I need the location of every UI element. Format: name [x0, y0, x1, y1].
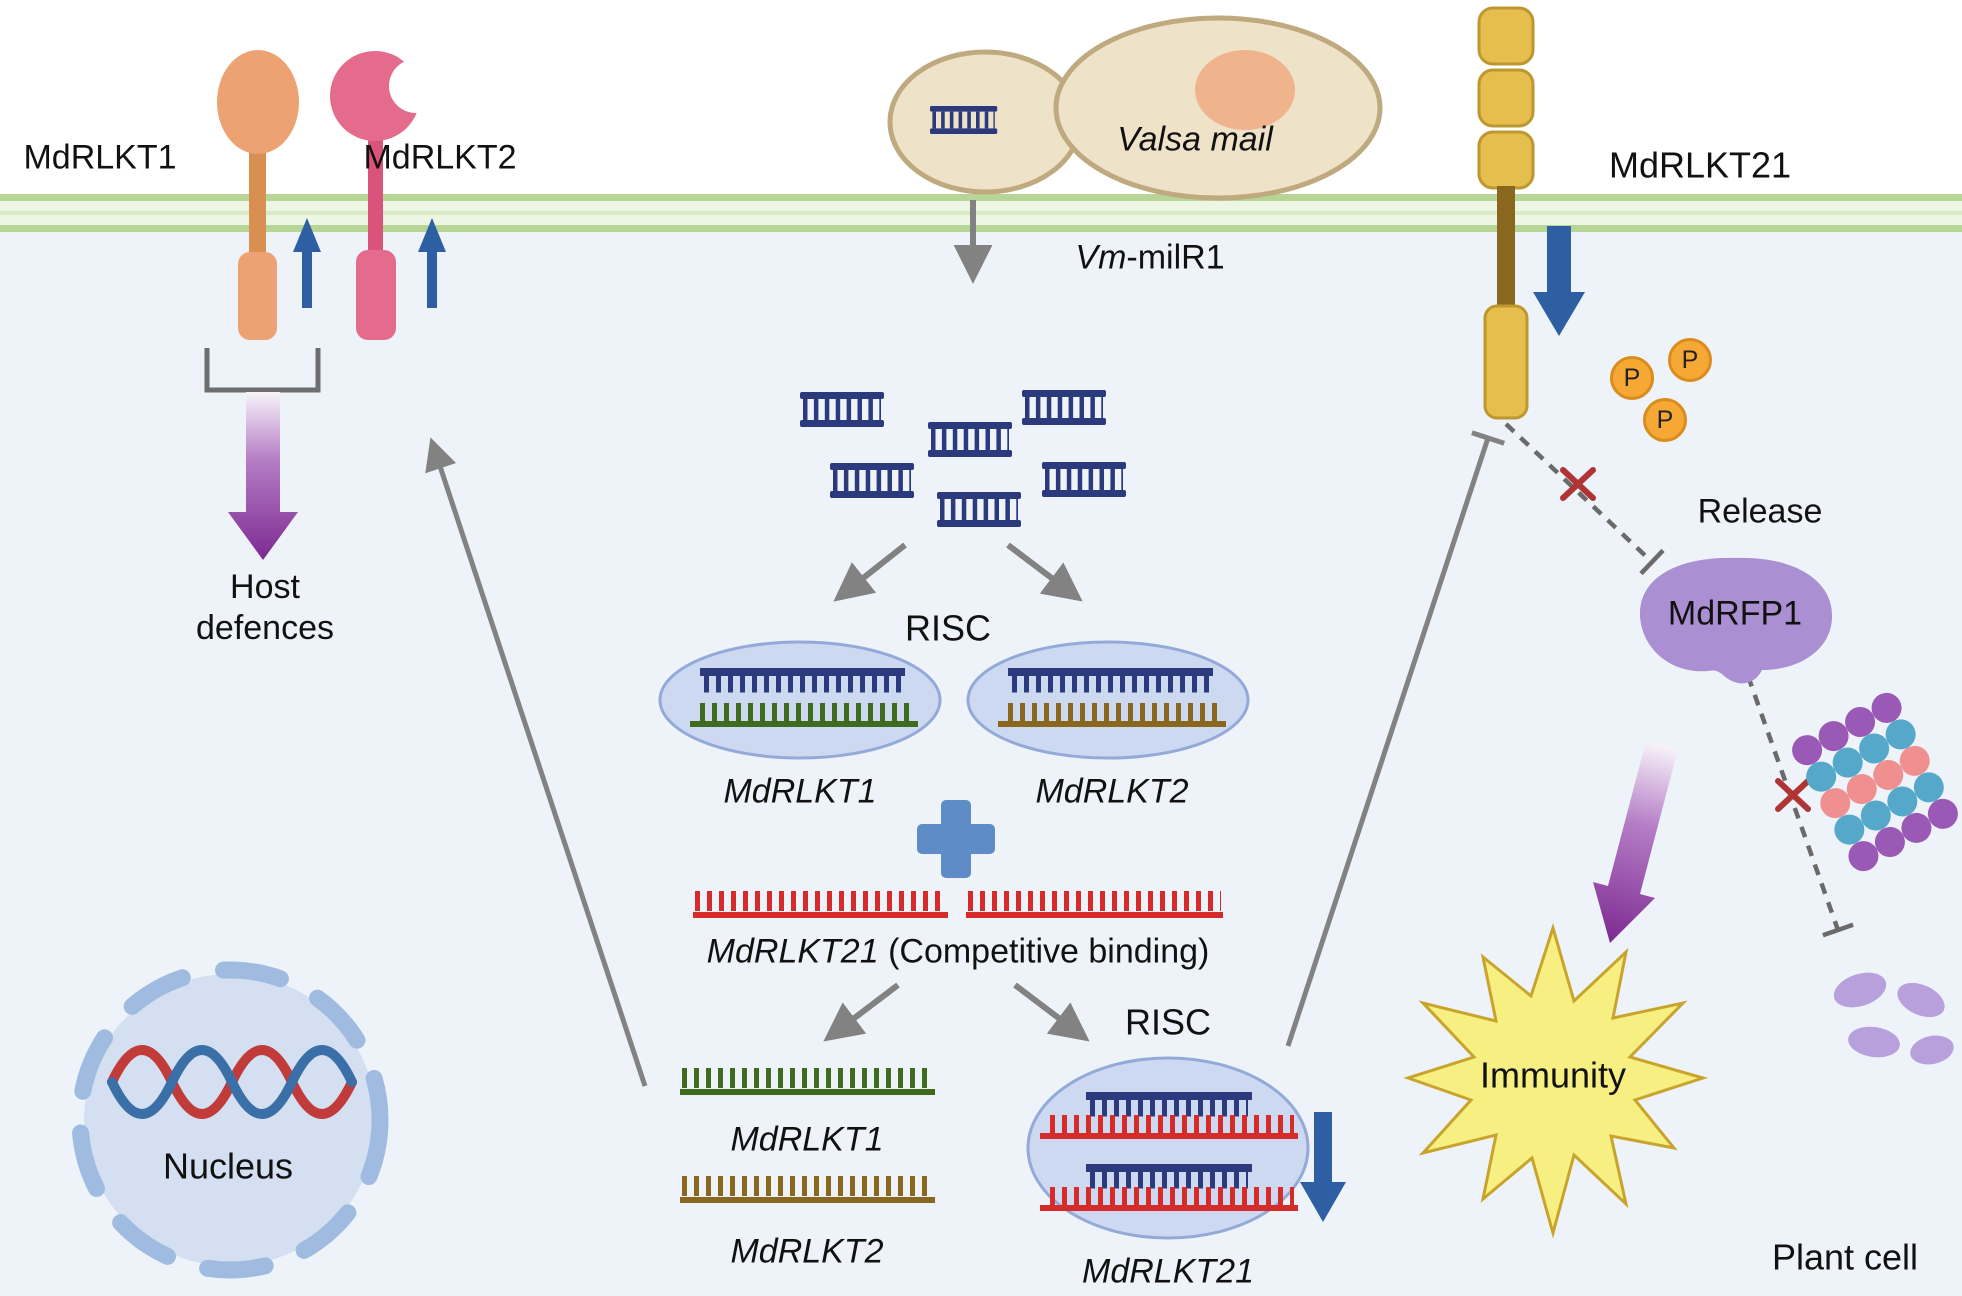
phosphate-icon: P	[1643, 398, 1687, 442]
valsa-mali-cell-icon	[887, 15, 1383, 201]
blocked-signal-line-1	[1504, 422, 1665, 576]
host-defences-line2: defences	[196, 609, 334, 647]
immunity-activation-arrow	[1593, 741, 1678, 943]
mdrlkt21-receptor-icon	[1477, 6, 1535, 420]
host-defences-label: Host defences	[196, 567, 334, 649]
nucleus-icon	[71, 961, 389, 1279]
dna-helix-icon	[107, 1045, 357, 1119]
proteasome-icon	[1792, 692, 1958, 872]
milr1-duplex-cluster	[800, 390, 1126, 527]
free-mdrlkt2-strand	[680, 1176, 935, 1203]
competitive-gene: MdRLKT21	[706, 932, 879, 971]
risc-complex-mdrlkt2	[966, 640, 1250, 760]
phosphate-icon: P	[1610, 356, 1654, 400]
plasma-membrane	[0, 194, 1962, 232]
mdrlkt2-receptor-icon	[330, 51, 443, 340]
release-label: Release	[1697, 492, 1823, 531]
upregulation-arrow-icon	[293, 218, 446, 308]
immunity-label: Immunity	[1479, 1054, 1627, 1096]
degraded-proteins-icon	[1833, 972, 1954, 1065]
risc-complex-mdrlkt21	[1026, 1056, 1310, 1240]
risc-upper-label: RISC	[904, 607, 992, 649]
plant-cell-label: Plant cell	[1771, 1236, 1919, 1278]
phosphate-icon: P	[1668, 338, 1712, 382]
host-defences-line1: Host	[230, 568, 300, 607]
mdrlkt21-receptor-label: MdRLKT21	[1608, 144, 1792, 186]
vm-milr1-suffix: -milR1	[1126, 238, 1225, 277]
immunity-star-icon	[1403, 922, 1709, 1239]
mdrlkt21-competitive-strands	[693, 891, 1223, 918]
free-mdrlkt1-label: MdRLKT1	[730, 1120, 884, 1159]
mdrfp1-protein-icon	[1639, 557, 1833, 684]
risc-loading-arrows	[833, 542, 1083, 602]
outcome-arrows	[823, 982, 1090, 1042]
vm-milr1-prefix: Vm	[1075, 238, 1127, 277]
receptor-bracket	[204, 348, 321, 393]
free-mdrlkt1-strand	[680, 1068, 935, 1095]
risc-mdrlkt2-label: MdRLKT2	[1035, 772, 1189, 811]
blocked-signal-line-2	[1745, 675, 1854, 938]
receptor-decrease-arrow-icon	[1533, 226, 1585, 336]
silencing-inhibition-line	[1285, 430, 1505, 1047]
mdrlkt2-receptor-label: MdRLKT2	[363, 138, 517, 177]
downregulation-arrow-icon	[1300, 1112, 1346, 1222]
risc-mdrlkt1-label: MdRLKT1	[723, 772, 877, 811]
host-defences-arrow	[228, 392, 298, 560]
translation-feedback-arrow	[425, 437, 648, 1087]
competitive-note: (Competitive binding)	[878, 932, 1210, 971]
competitive-binding-label: MdRLKT21 (Competitive binding)	[707, 932, 1210, 973]
vm-milr1-label: Vm-milR1	[1075, 238, 1224, 279]
mdrfp1-label: MdRFP1	[1667, 594, 1803, 633]
mdrlkt1-receptor-label: MdRLKT1	[23, 138, 177, 177]
risc-lower-label: RISC	[1124, 1001, 1212, 1043]
nucleus-label: Nucleus	[162, 1145, 294, 1187]
plus-icon	[917, 800, 995, 878]
mdrlkt1-receptor-icon	[217, 50, 299, 340]
risc-complex-mdrlkt1	[658, 640, 942, 760]
valsa-mali-label: Valsa mail	[1117, 120, 1273, 159]
blocked-cross-icon-2	[1775, 778, 1811, 812]
blocked-cross-icon-1	[1560, 467, 1596, 501]
free-mdrlkt2-label: MdRLKT2	[730, 1232, 884, 1271]
degraded-mdrlkt21-label: MdRLKT21	[1082, 1252, 1254, 1291]
